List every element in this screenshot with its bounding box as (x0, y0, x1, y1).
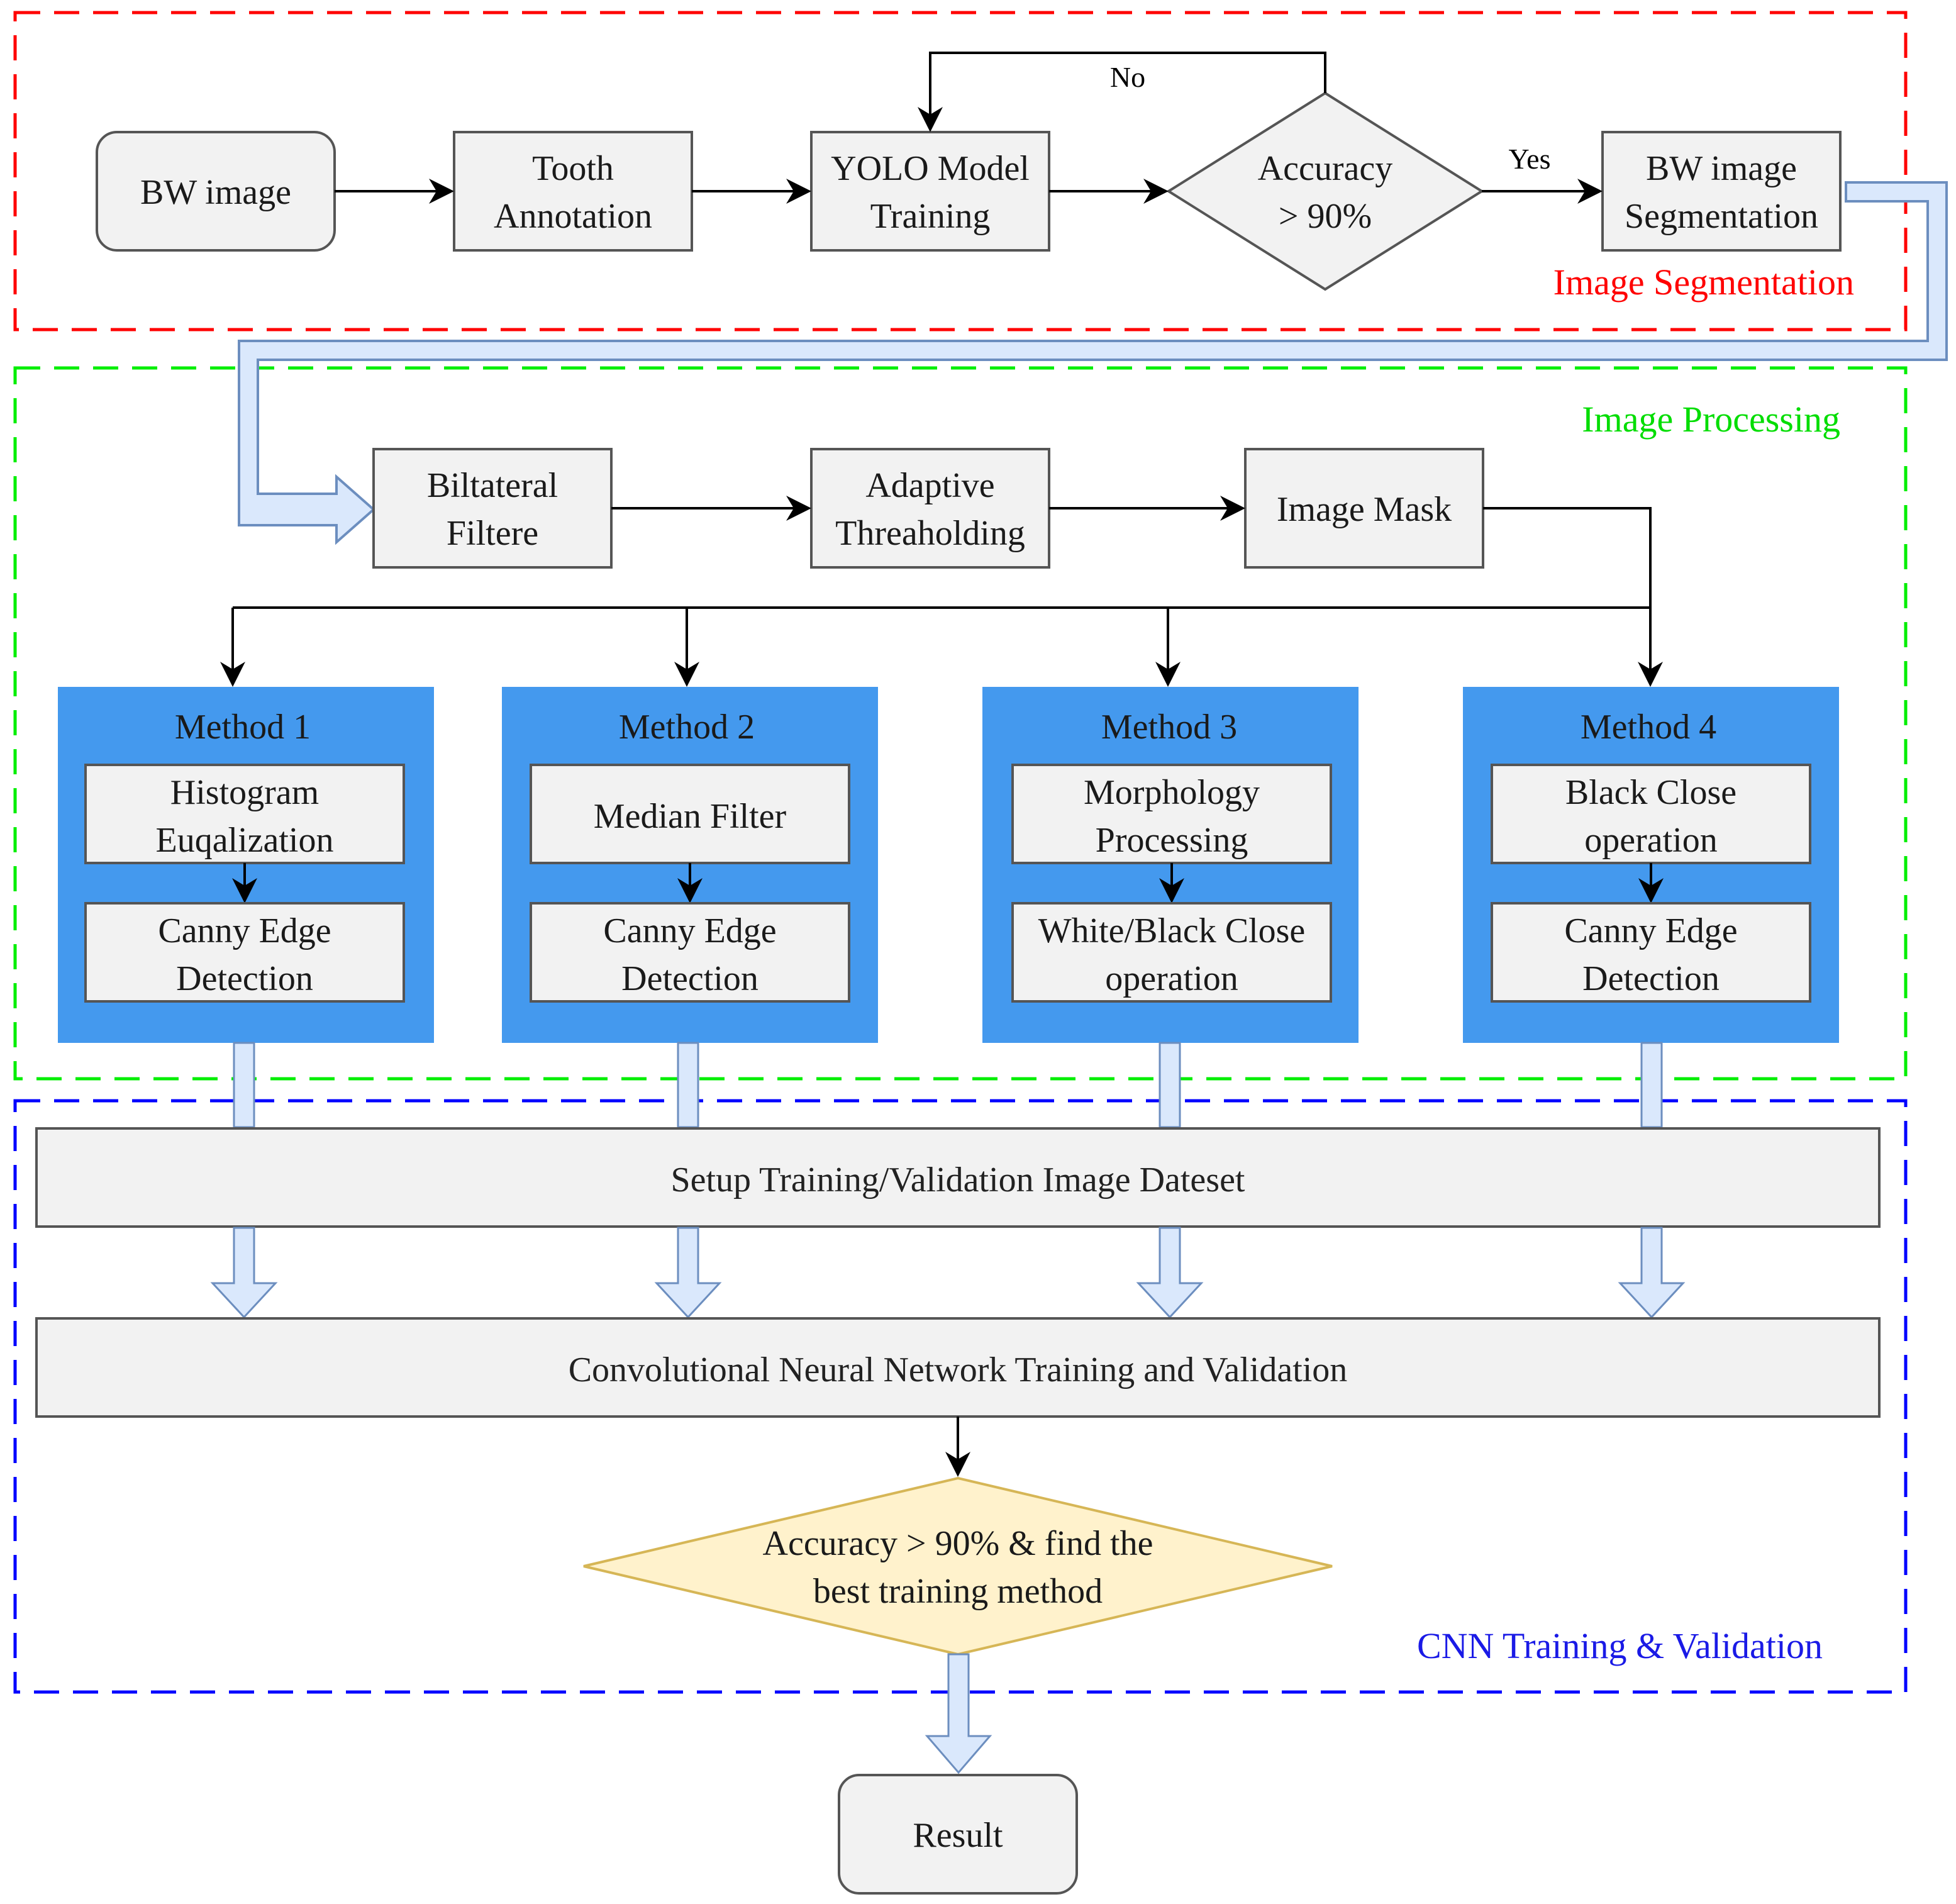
method-4-step-2 (1491, 902, 1811, 1003)
method-3-step-2-label-1: White/Black Close (1038, 911, 1306, 950)
bw-segmentation-label-2: Segmentation (1625, 197, 1818, 236)
thick-connector-method-4 (1640, 1042, 1663, 1128)
method-4-step-1-label-2: operation (1584, 821, 1717, 860)
bw-segmentation-label-1: BW image (1646, 149, 1797, 188)
method-1-step-1-label-2: Euqalization (155, 821, 333, 860)
method-4-step-2-label-2: Detection (1582, 959, 1720, 998)
dataset-setup-node (35, 1127, 1881, 1228)
adaptive-threshold-node (810, 448, 1050, 569)
yolo-training-node (810, 131, 1050, 252)
cnn-section-border (13, 1099, 1908, 1694)
segmentation-section-title: Image Segmentation (1553, 262, 1854, 303)
thick-arrow-down-4 (1618, 1227, 1686, 1319)
method-1-title: Method 1 (175, 708, 311, 747)
result-label: Result (913, 1816, 1003, 1855)
accuracy-decision-label-2: > 90% (1279, 197, 1372, 236)
final-decision-label-1: Accuracy > 90% & find the (763, 1524, 1153, 1563)
method-3-step-1-label-1: Morphology (1084, 773, 1260, 812)
final-decision-label-2: best training method (813, 1572, 1103, 1611)
bilateral-label-2: Filtere (447, 514, 538, 553)
final-decision-node (583, 1476, 1333, 1656)
method-1-step-2-label-2: Detection (176, 959, 313, 998)
method-1-step-2-label-1: Canny Edge (158, 911, 331, 950)
cnn-section-title: CNN Training & Validation (1417, 1625, 1823, 1666)
method-2-title: Method 2 (619, 708, 755, 747)
method-3-step-1-label-2: Processing (1096, 821, 1248, 860)
label-yes: Yes (1509, 143, 1551, 175)
adaptive-label-2: Threaholding (835, 514, 1025, 553)
dataset-setup-label: Setup Training/Validation Image Dateset (671, 1161, 1245, 1200)
method-3-step-2-label-2: operation (1105, 959, 1238, 998)
segmentation-section-border (13, 11, 1908, 331)
method-3-step-2 (1011, 902, 1332, 1003)
result-node (838, 1774, 1078, 1895)
adaptive-label-1: Adaptive (865, 466, 994, 505)
accuracy-decision-label-1: Accuracy (1258, 149, 1393, 188)
segmentation-to-processing-thick-arrow (238, 181, 1948, 545)
method-4-title: Method 4 (1581, 708, 1716, 747)
processing-section-title: Image Processing (1582, 399, 1840, 440)
thick-arrow-down-1 (210, 1227, 278, 1319)
bilateral-label-1: Biltateral (427, 466, 558, 505)
image-mask-label: Image Mask (1277, 490, 1452, 529)
method-3-step-1 (1011, 764, 1332, 864)
bilateral-filter-node (372, 448, 613, 569)
label-no: No (1110, 61, 1145, 93)
cnn-training-label: Convolutional Neural Network Training an… (569, 1350, 1348, 1389)
thick-connector-method-3 (1159, 1042, 1181, 1128)
tooth-annotation-label-2: Annotation (494, 197, 652, 236)
method-2-step-2-label-2: Detection (621, 959, 759, 998)
accuracy-decision-node (1166, 91, 1484, 291)
method-4-step-1-label-1: Black Close (1565, 773, 1737, 812)
thick-connector-method-2 (677, 1042, 699, 1128)
method-2-step-2-label-1: Canny Edge (603, 911, 776, 950)
thick-connector-method-1 (233, 1042, 255, 1128)
method-4-step-2-label-1: Canny Edge (1564, 911, 1737, 950)
method-1-step-2 (84, 902, 405, 1003)
method-2-step-2 (530, 902, 850, 1003)
bw-segmentation-node (1601, 131, 1842, 252)
bw-image-label: BW image (140, 173, 291, 212)
thick-arrow-down-2 (654, 1227, 722, 1319)
method-1-step-1-label-1: Histogram (170, 773, 319, 812)
thick-arrow-to-result (925, 1653, 992, 1774)
arrow-no-loop (918, 52, 1326, 132)
method-3-title: Method 3 (1101, 708, 1237, 747)
method-1-step-1 (84, 764, 405, 864)
cnn-training-node (35, 1317, 1881, 1418)
yolo-training-label-1: YOLO Model (831, 149, 1030, 188)
method-2-step-1-label-1: Median Filter (594, 797, 787, 836)
method-4-step-1 (1491, 764, 1811, 864)
yolo-training-label-2: Training (870, 197, 991, 236)
tooth-annotation-label-1: Tooth (532, 149, 614, 188)
processing-section-border (13, 366, 1908, 1081)
image-mask-node (1244, 448, 1484, 569)
mask-distribution-line (1483, 507, 1652, 608)
method-2-step-1 (530, 764, 850, 864)
thick-arrow-down-3 (1136, 1227, 1204, 1319)
